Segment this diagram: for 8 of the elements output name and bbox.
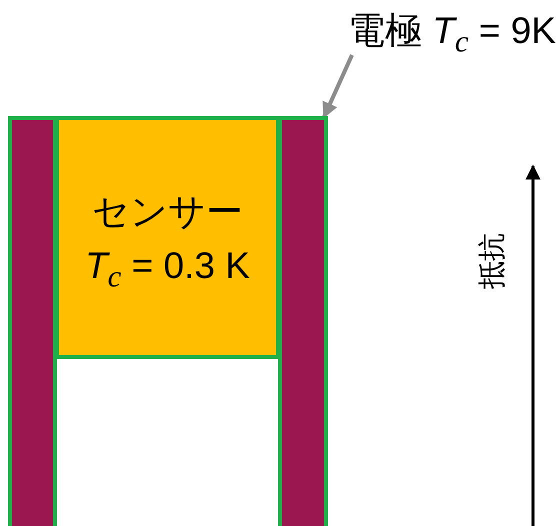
electrode-bar: [8, 116, 57, 526]
axis-label: 抵抗: [475, 232, 508, 291]
temperature-text: T$_{c}$ = 0.3 K: [85, 244, 250, 296]
label-text: 電極 T$_{c}$ = 9K: [346, 9, 556, 60]
sensor-title: センサー: [92, 190, 243, 234]
arrow: [322, 54, 354, 118]
electrode-bar: [278, 116, 328, 526]
sensor-box: [55, 116, 280, 359]
